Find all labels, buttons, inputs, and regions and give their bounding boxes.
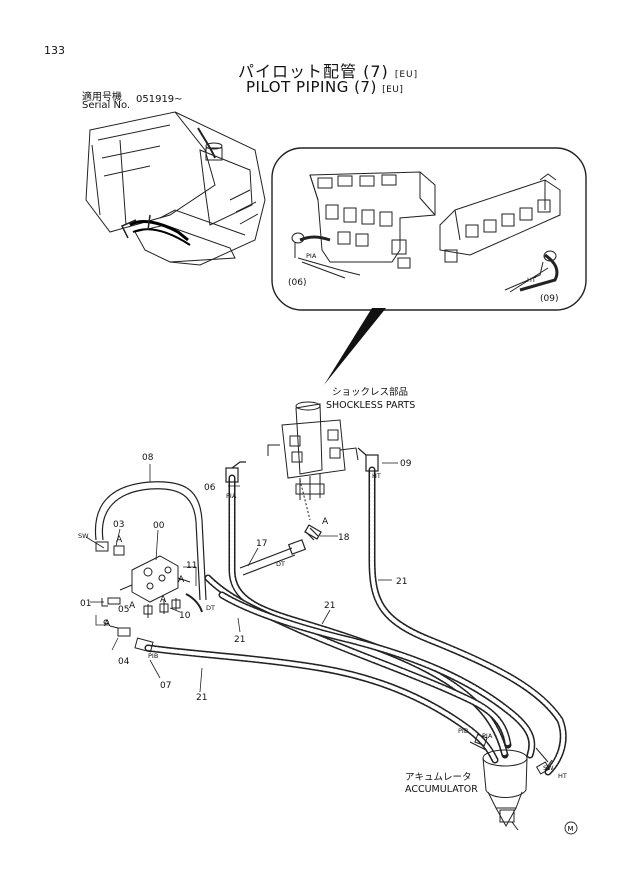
part-label-21-c: 21	[234, 635, 245, 645]
port-label-pia-06: PIA	[226, 492, 237, 500]
port-label-ht-acc: HT	[558, 772, 567, 780]
part-label-10: 10	[179, 611, 191, 621]
port-label-dt-10: DT	[206, 604, 215, 612]
part-label-00: 00	[153, 521, 165, 531]
part-label-05: 05	[118, 605, 129, 615]
fittings-top	[225, 447, 379, 541]
part-label-09: 09	[400, 459, 412, 469]
serial-label-en: Serial No.	[82, 100, 131, 111]
accumulator	[469, 733, 553, 831]
port-label-sw-acc: SW	[543, 764, 554, 772]
shockless-en-label: SHOCKLESS PARTS	[326, 400, 415, 411]
inset-callout-06: (06)	[288, 278, 306, 288]
accumulator-en-label: ACCUMULATOR	[405, 784, 478, 795]
part-label-17: 17	[256, 539, 267, 549]
part-label-11: 11	[186, 561, 197, 571]
port-label-sw-left: SW	[78, 532, 89, 540]
port-label-dt-17: DT	[276, 560, 285, 568]
shockless-valve	[267, 401, 359, 521]
page-number: 133	[44, 44, 65, 57]
part-label-01: 01	[80, 599, 91, 609]
part-label-21-a: 21	[396, 577, 407, 587]
port-label-a-04: A	[104, 619, 111, 629]
port-label-a-05a: A	[129, 601, 136, 611]
part-label-08: 08	[142, 453, 154, 463]
part-label-03: 03	[113, 520, 124, 530]
title-japanese: パイロット配管 (7) [EU]	[238, 58, 418, 82]
port-label-pib-acc: PIB	[458, 727, 468, 735]
part-label-07: 07	[160, 681, 171, 691]
port-label-pia-acc: PIA	[482, 732, 493, 740]
inset-label-ht: HT	[527, 276, 536, 284]
footer-mark: M	[568, 825, 574, 833]
part-label-21-d: 21	[196, 693, 207, 703]
inset-label-pia: PIA	[306, 252, 317, 260]
title-en-text: PILOT PIPING (7)	[246, 78, 377, 96]
part-label-18: 18	[338, 533, 350, 543]
port-label-a-05b: A	[160, 595, 167, 605]
serial-label-jp: 適用号機	[82, 92, 122, 103]
port-label-a-top: A	[322, 517, 329, 527]
part-label-06: 06	[204, 483, 216, 493]
title-jp-text: パイロット配管 (7)	[238, 62, 389, 81]
port-label-ht-09: HT	[372, 472, 381, 480]
serial-value: 051919~	[136, 94, 183, 105]
part-label-21-b: 21	[324, 601, 335, 611]
shockless-jp-label: ショックレス部品	[332, 386, 408, 398]
pilot-valve-00	[95, 541, 203, 653]
leader-lines	[85, 462, 398, 693]
footer-mark-circle	[564, 821, 578, 835]
pilot-hoses	[144, 466, 567, 776]
part-label-04: 04	[118, 657, 130, 667]
region-tag-jp: [EU]	[394, 70, 419, 80]
title-english: PILOT PIPING (7) [EU]	[246, 78, 403, 96]
region-tag-en: [EU]	[382, 85, 404, 95]
inset-callout-09: (09)	[540, 294, 558, 304]
port-label-pib-07: PIB	[148, 652, 158, 660]
detail-inset: PIA (06) HT (09)	[271, 147, 587, 385]
hose-17	[239, 539, 307, 576]
accumulator-jp-label: アキュムレータ	[405, 772, 472, 783]
port-label-a-11: A	[178, 575, 185, 585]
port-label-a-03: A	[116, 535, 123, 545]
excavator-illustration	[85, 111, 266, 266]
